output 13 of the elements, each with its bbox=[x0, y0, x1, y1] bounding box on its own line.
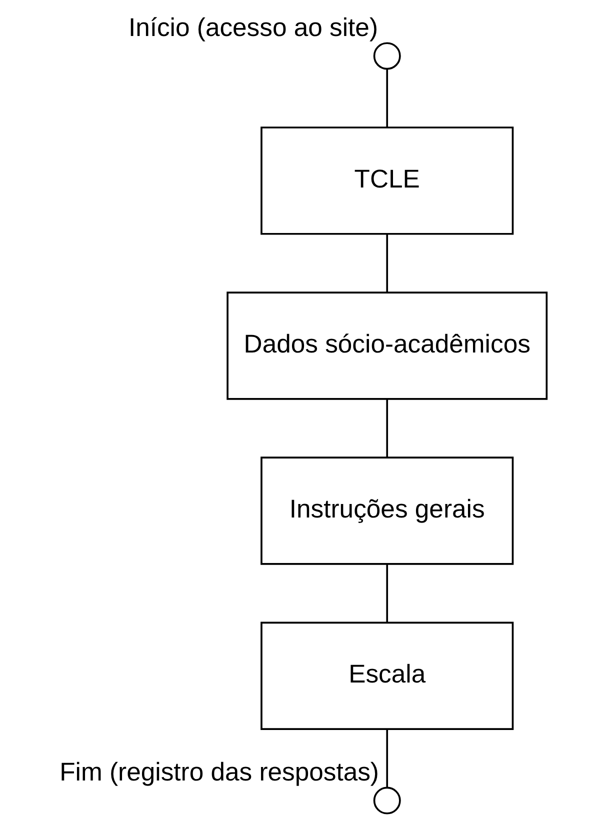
node-box: TCLE bbox=[260, 126, 514, 235]
connector bbox=[386, 730, 388, 788]
connector bbox=[386, 234, 388, 292]
connector bbox=[386, 68, 388, 128]
node-circle bbox=[372, 42, 400, 70]
node-box: Instruções gerais bbox=[260, 456, 514, 565]
node-label: Início (acesso ao site) bbox=[128, 14, 378, 42]
node-box: Dados sócio-acadêmicos bbox=[226, 292, 548, 400]
node-box: Escala bbox=[260, 622, 514, 730]
connector bbox=[386, 400, 388, 458]
connector bbox=[386, 564, 388, 622]
node-circle bbox=[372, 786, 400, 814]
node-label: Fim (registro das respostas) bbox=[59, 758, 378, 787]
